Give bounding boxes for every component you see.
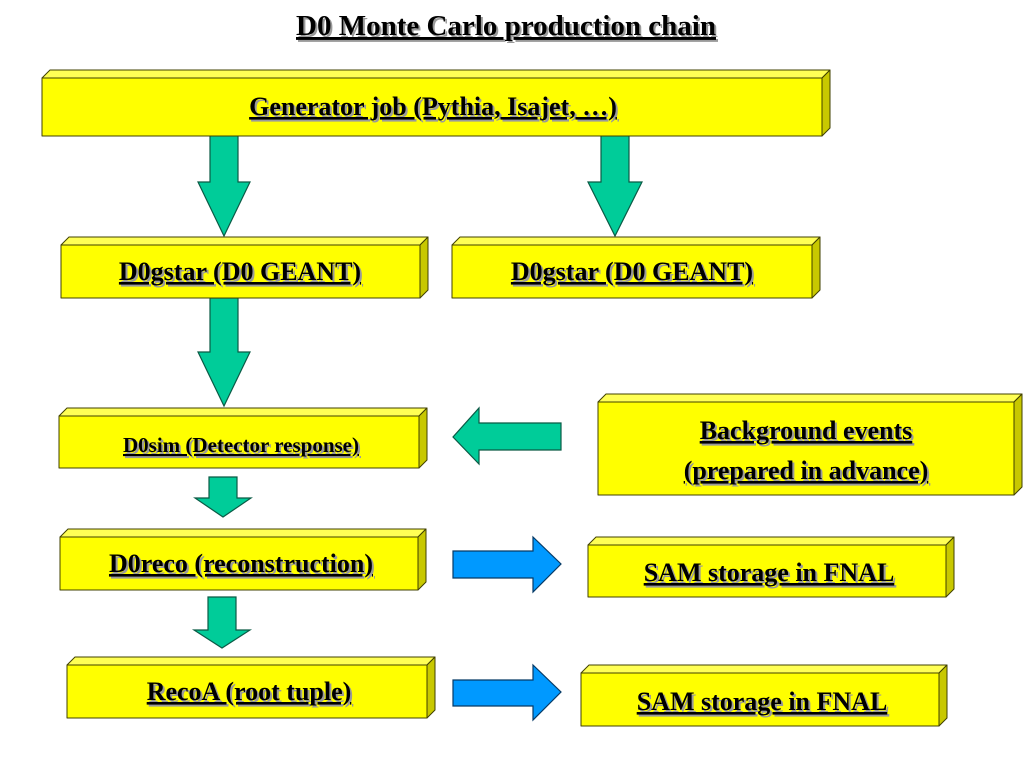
recoa-label-shadow: RecoA (root tuple): [149, 679, 354, 708]
generator-label-shadow: Generator job (Pythia, Isajet, …): [251, 94, 619, 123]
d0gstar-right-box[interactable]: D0gstar (D0 GEANT) D0gstar (D0 GEANT): [451, 236, 821, 299]
box-front-face: [59, 536, 419, 591]
box-front-face: [587, 544, 947, 598]
background-label-line1: Background events: [700, 416, 913, 445]
arrow-d0reco-to-recoa: [191, 596, 253, 649]
arrow-d0reco-to-sam: [452, 535, 562, 594]
box-front-face: [580, 672, 940, 727]
sam-storage-2-label-shadow: SAM storage in FNAL: [639, 689, 890, 718]
sam-storage-1-box[interactable]: SAM storage in FNAL SAM storage in FNAL: [587, 536, 955, 598]
page-title: D0 Monte Carlo production chain: [296, 10, 716, 42]
arrow-d0sim-to-d0reco: [193, 476, 253, 518]
box-top-face: [597, 393, 1023, 403]
box-front-face: [597, 401, 1015, 496]
box-top-face: [41, 69, 831, 79]
background-label-line2: (prepared in advance): [684, 456, 929, 485]
arrows-layer: [191, 127, 643, 722]
sam-storage-1-label: SAM storage in FNAL: [644, 558, 895, 587]
box-side-face: [821, 69, 831, 137]
box-front-face: [66, 664, 428, 719]
sam-storage-1-label-shadow: SAM storage in FNAL: [646, 560, 897, 589]
box-top-face: [58, 407, 428, 417]
d0sim-label: D0sim (Detector response): [123, 433, 359, 457]
d0gstar-right-label-shadow: D0gstar (D0 GEANT): [513, 259, 755, 288]
box-top-face: [451, 236, 821, 246]
sam-storage-2-box[interactable]: SAM storage in FNAL SAM storage in FNAL: [580, 664, 948, 727]
box-side-face: [419, 236, 429, 299]
recoa-box[interactable]: RecoA (root tuple) RecoA (root tuple): [66, 656, 436, 719]
d0reco-box[interactable]: D0reco (reconstruction) D0reco (reconstr…: [59, 528, 427, 591]
box-front-face: [58, 415, 420, 469]
recoa-label: RecoA (root tuple): [147, 677, 352, 706]
generator-box[interactable]: Generator job (Pythia, Isajet, …) Genera…: [41, 69, 831, 137]
box-top-face: [587, 536, 955, 546]
arrow-d0gstar-to-d0sim: [197, 297, 251, 408]
arrow-generator-to-d0gstar-right: [587, 127, 643, 238]
box-top-face: [580, 664, 948, 674]
d0gstar-left-label: D0gstar (D0 GEANT): [119, 257, 361, 286]
d0sim-label-shadow: D0sim (Detector response): [125, 435, 361, 459]
box-front-face: [451, 244, 813, 299]
background-label-line2-shadow: (prepared in advance): [686, 458, 931, 487]
box-side-face: [426, 656, 436, 719]
boxes-layer: Generator job (Pythia, Isajet, …) Genera…: [41, 69, 1023, 727]
box-top-face: [60, 236, 429, 246]
page-title-shadow: D0 Monte Carlo production chain: [298, 12, 718, 44]
arrow-recoa-to-sam: [452, 663, 562, 722]
box-side-face: [1013, 393, 1023, 496]
box-front-face: [41, 77, 823, 137]
page-title-group: D0 Monte Carlo production chain D0 Monte…: [296, 10, 718, 44]
d0gstar-right-label: D0gstar (D0 GEANT): [511, 257, 753, 286]
background-label-line1-shadow: Background events: [702, 418, 915, 447]
box-side-face: [945, 536, 955, 598]
box-side-face: [811, 236, 821, 299]
box-front-face: [60, 244, 421, 299]
arrow-generator-to-d0gstar-left: [197, 127, 251, 238]
background-events-box[interactable]: Background events Background events (pre…: [597, 393, 1023, 496]
box-side-face: [418, 407, 428, 469]
d0sim-box[interactable]: D0sim (Detector response) D0sim (Detecto…: [58, 407, 428, 469]
d0reco-label-shadow: D0reco (reconstruction): [111, 551, 375, 580]
d0gstar-left-box[interactable]: D0gstar (D0 GEANT) D0gstar (D0 GEANT): [60, 236, 429, 299]
arrow-background-to-d0sim: [452, 406, 562, 466]
box-top-face: [66, 656, 436, 666]
d0gstar-left-label-shadow: D0gstar (D0 GEANT): [121, 259, 363, 288]
d0reco-label: D0reco (reconstruction): [109, 549, 373, 578]
sam-storage-2-label: SAM storage in FNAL: [637, 687, 888, 716]
box-side-face: [417, 528, 427, 591]
box-side-face: [938, 664, 948, 727]
box-top-face: [59, 528, 427, 538]
generator-label: Generator job (Pythia, Isajet, …): [249, 92, 617, 121]
